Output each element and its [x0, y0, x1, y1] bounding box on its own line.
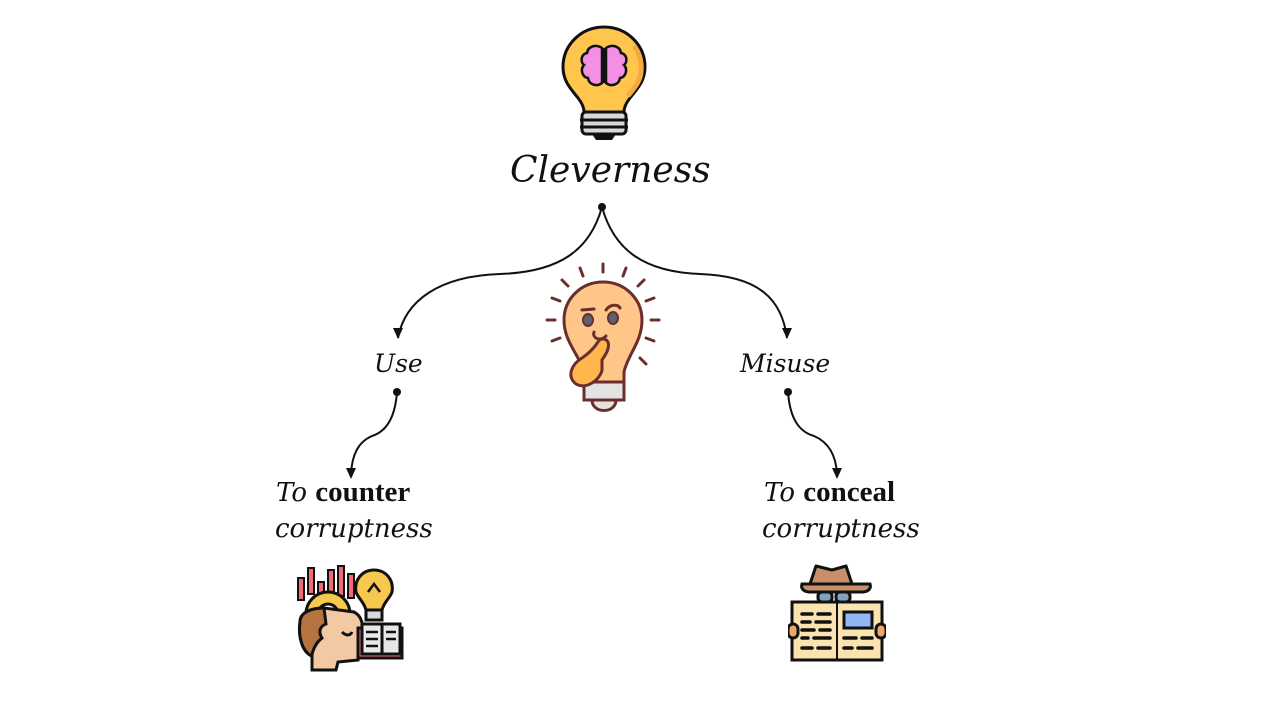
connector-root-misuse [601, 206, 788, 339]
root-label: Cleverness [510, 150, 711, 191]
lightbulb-brain-icon [561, 25, 647, 140]
connector-misuse-outcome [787, 391, 838, 475]
outcome-use-object: corruptness [275, 514, 433, 544]
outcome-misuse-prefix: To [764, 478, 795, 508]
mind-gear-book-icon [297, 565, 404, 672]
outcome-misuse-line1: To conceal [764, 476, 895, 509]
branch-label-misuse: Misuse [740, 349, 831, 378]
branch-label-use: Use [374, 349, 423, 378]
arrowhead-misuse-outcome [832, 468, 842, 479]
connector-root-use [397, 206, 603, 339]
outcome-use-prefix: To [276, 478, 307, 508]
spy-newspaper-icon [788, 564, 886, 662]
arrowhead-use [393, 328, 403, 339]
outcome-misuse-object: corruptness [762, 514, 920, 544]
connector-use-outcome [350, 391, 398, 475]
outcome-use-verb: counter [315, 476, 411, 508]
arrowhead-use-outcome [346, 468, 356, 479]
thinking-lightbulb-icon [545, 262, 661, 412]
outcome-misuse-verb: conceal [803, 476, 896, 508]
outcome-use-line1: To counter [276, 476, 410, 509]
arrowhead-misuse [782, 328, 792, 339]
